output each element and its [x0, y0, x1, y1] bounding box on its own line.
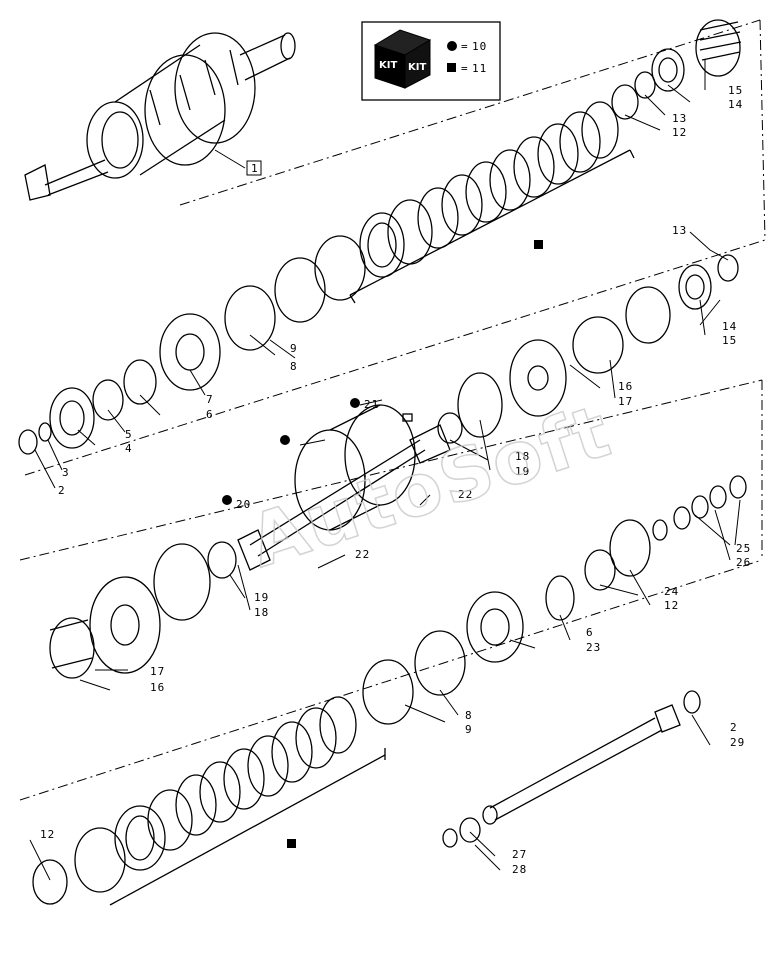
lower-row-parts — [49, 475, 747, 725]
callout-6b: 6 — [586, 626, 594, 639]
leader-lines — [29, 60, 741, 881]
callout-9b: 9 — [465, 723, 473, 736]
callout-1: 1 — [251, 162, 259, 175]
callout-8a: 8 — [290, 360, 298, 373]
callout-2a: 2 — [58, 484, 66, 497]
square-marker-lower-stack — [287, 839, 296, 848]
lower-clutch-disc-stack — [32, 696, 386, 906]
callout-22a: 22 — [458, 488, 473, 501]
middle-row-parts — [18, 235, 366, 455]
callout-21: 21 — [364, 398, 379, 411]
middle-right-parts — [437, 254, 739, 444]
callout-7: 7 — [206, 393, 214, 406]
callout-18a: 18 — [515, 450, 530, 463]
callout-16b: 16 — [150, 681, 165, 694]
circle-marker-20 — [222, 495, 232, 505]
callout-12a: 12 — [672, 126, 687, 139]
kit-circle-value: 10 — [472, 40, 487, 53]
section-boundaries — [19, 19, 766, 801]
callout-14b: 14 — [722, 320, 737, 333]
upper-clutch-disc-stack — [349, 101, 635, 304]
callout-18b: 18 — [254, 606, 269, 619]
callout-28: 28 — [512, 863, 527, 876]
circle-marker-21 — [350, 398, 360, 408]
callout-13a: 13 — [672, 112, 687, 125]
output-shaft — [442, 690, 701, 848]
callout-8b: 8 — [465, 709, 473, 722]
kit-label-right: KIT — [408, 62, 426, 73]
kit-square-value: 11 — [472, 62, 487, 75]
square-marker-icon — [447, 63, 456, 72]
callout-24: 24 — [664, 585, 679, 598]
watermark: AutoSoft — [239, 388, 621, 583]
callout-6a: 6 — [206, 408, 214, 421]
callout-17b: 17 — [150, 665, 165, 678]
callout-13b: 13 — [672, 224, 687, 237]
kit-label-left: KIT — [379, 60, 397, 71]
callout-27: 27 — [512, 848, 527, 861]
callout-25: 25 — [736, 542, 751, 555]
callout-17a: 17 — [618, 395, 633, 408]
circle-marker-icon — [447, 41, 457, 51]
callout-16a: 16 — [618, 380, 633, 393]
callout-26: 26 — [736, 556, 751, 569]
callout-22b: 22 — [355, 548, 370, 561]
circle-marker-hub — [280, 435, 290, 445]
callout-4: 4 — [125, 442, 133, 455]
callout-labels: 2 3 4 5 6 7 8 9 12 13 14 15 13 14 15 16 … — [40, 84, 751, 876]
callout-15a: 15 — [728, 84, 743, 97]
kit-markers — [222, 240, 543, 848]
callout-15b: 15 — [722, 334, 737, 347]
kit-legend-content: KIT KIT = 10 = 11 — [373, 29, 487, 89]
callout-12c: 12 — [40, 828, 55, 841]
callout-9a: 9 — [290, 342, 298, 355]
callout-2b: 2 — [730, 721, 738, 734]
callout-5: 5 — [125, 428, 133, 441]
center-hub-assembly — [237, 404, 451, 571]
callout-19a: 19 — [515, 465, 530, 478]
kit-eq-circle: = — [461, 40, 469, 53]
kit-box-icon: KIT KIT — [373, 29, 432, 89]
clutch-carrier-assembly — [24, 32, 296, 201]
upper-right-parts — [611, 19, 742, 120]
callout-29: 29 — [730, 736, 745, 749]
callout-20: 20 — [236, 498, 251, 511]
callout-12b: 12 — [664, 599, 679, 612]
callout-1-box — [246, 160, 262, 176]
kit-legend-box — [361, 21, 501, 101]
callout-14a: 14 — [728, 98, 743, 111]
kit-eq-square: = — [461, 62, 469, 75]
callout-3: 3 — [62, 466, 70, 479]
callout-19b: 19 — [254, 591, 269, 604]
callout-23: 23 — [586, 641, 601, 654]
square-marker-upper-stack — [534, 240, 543, 249]
